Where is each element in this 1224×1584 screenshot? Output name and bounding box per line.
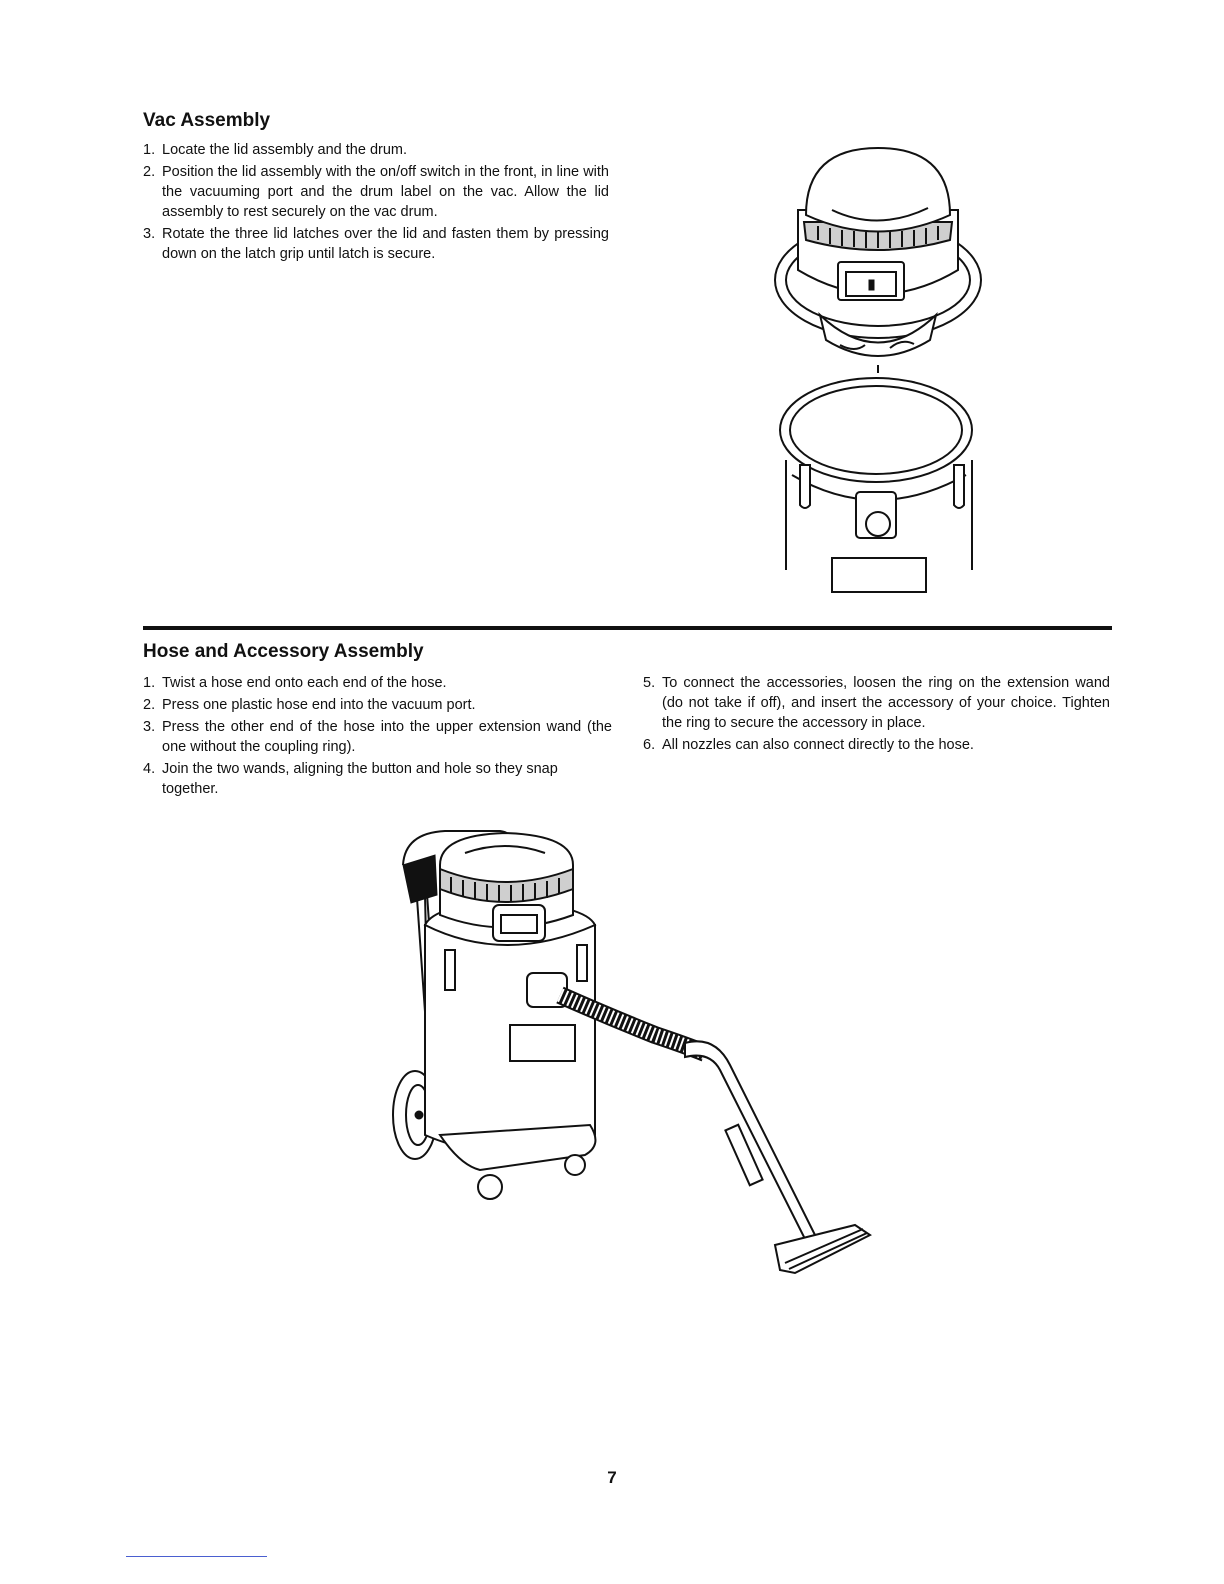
section-divider: [143, 626, 1112, 630]
lid-and-drum-illustration: [774, 146, 982, 593]
list-item: 6.All nozzles can also connect directly …: [643, 737, 974, 753]
section-title-hose-accessory: Hose and Accessory Assembly: [143, 641, 424, 662]
section-title-vac-assembly: Vac Assembly: [143, 110, 271, 131]
list-item: 3.Press the other end of the hose into t…: [143, 719, 612, 755]
hose-assembly-steps-right: 5.To connect the accessories, loosen the…: [643, 673, 1110, 757]
assembled-vacuum-illustration: [392, 830, 872, 1275]
footer-line: [126, 1556, 267, 1557]
page-number: 7: [607, 1468, 617, 1487]
list-item: 4.Join the two wands, aligning the butto…: [143, 761, 558, 797]
list-item: 1.Twist a hose end onto each end of the …: [143, 675, 447, 691]
hose-assembly-steps-left: 1.Twist a hose end onto each end of the …: [143, 673, 612, 801]
vac-assembly-steps: 1.Locate the lid assembly and the drum. …: [143, 140, 609, 266]
list-item: 3.Rotate the three lid latches over the …: [143, 226, 609, 262]
list-item: 5.To connect the accessories, loosen the…: [643, 675, 1110, 731]
list-item: 1.Locate the lid assembly and the drum.: [143, 142, 408, 158]
list-item: 2.Press one plastic hose end into the va…: [143, 697, 476, 713]
list-item: 2.Position the lid assembly with the on/…: [143, 164, 609, 220]
